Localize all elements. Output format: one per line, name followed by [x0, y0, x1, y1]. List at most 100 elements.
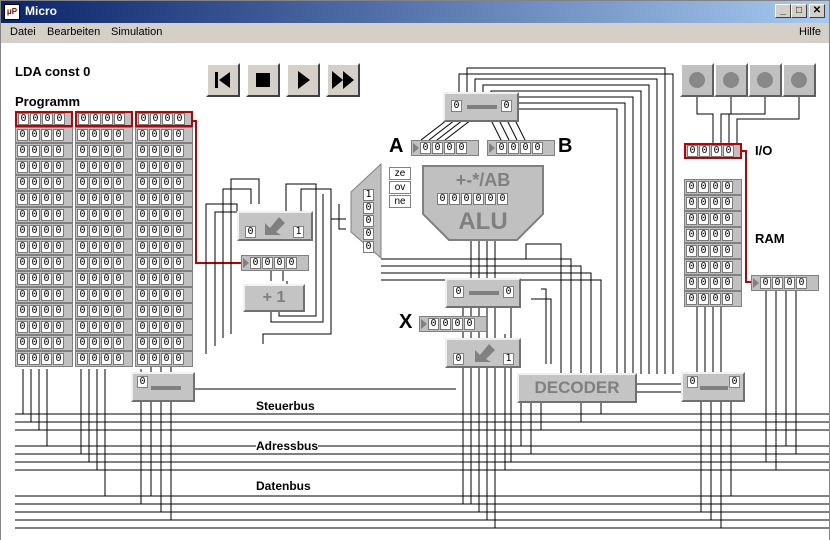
program-bit-cell[interactable]: 0	[149, 161, 160, 173]
program-bit-cell[interactable]: 0	[173, 273, 184, 285]
program-bit-cell[interactable]: 0	[161, 337, 172, 349]
program-bit-cell[interactable]: 0	[17, 161, 28, 173]
program-bit-cell[interactable]: 0	[174, 113, 185, 125]
ram-bit-cell[interactable]: 0	[686, 181, 697, 193]
program-bit-cell[interactable]: 0	[101, 353, 112, 365]
program-bit-cell[interactable]: 0	[137, 225, 148, 237]
program-bit-cell[interactable]: 0	[173, 321, 184, 333]
program-bit-cell[interactable]: 0	[101, 161, 112, 173]
program-bit-cell[interactable]: 0	[101, 305, 112, 317]
program-bit-cell[interactable]: 0	[90, 113, 101, 125]
program-bit-cell[interactable]: 0	[41, 209, 52, 221]
program-bit-cell[interactable]: 0	[173, 225, 184, 237]
program-bit-cell[interactable]: 0	[137, 337, 148, 349]
ram-bit-cell[interactable]: 0	[686, 197, 697, 209]
program-bit-cell[interactable]: 0	[41, 257, 52, 269]
program-bit-cell[interactable]: 0	[113, 145, 124, 157]
program-bit-cell[interactable]: 0	[29, 241, 40, 253]
program-bit-cell[interactable]: 0	[89, 241, 100, 253]
ram-bit-cell[interactable]: 0	[722, 277, 733, 289]
program-bit-cell[interactable]: 0	[101, 129, 112, 141]
program-bit-cell[interactable]: 0	[161, 177, 172, 189]
program-bit-cell[interactable]: 0	[77, 321, 88, 333]
program-bit-cell[interactable]: 0	[161, 145, 172, 157]
program-bit-cell[interactable]: 0	[113, 209, 124, 221]
title-bar[interactable]: μP Micro _ □ ✕	[1, 1, 829, 23]
program-bit-cell[interactable]: 0	[173, 209, 184, 221]
minimize-button[interactable]: _	[775, 4, 791, 18]
program-bit-cell[interactable]: 0	[173, 129, 184, 141]
close-button[interactable]: ✕	[809, 4, 825, 18]
program-bit-cell[interactable]: 0	[53, 129, 64, 141]
program-bit-cell[interactable]: 0	[29, 145, 40, 157]
program-bit-cell[interactable]: 0	[89, 305, 100, 317]
bit-cell[interactable]: 0	[286, 257, 297, 269]
ram-bit-cell[interactable]: 0	[710, 277, 721, 289]
bit-cell[interactable]: 0	[520, 142, 531, 154]
program-bit-cell[interactable]: 0	[101, 273, 112, 285]
program-bit-cell[interactable]: 0	[29, 321, 40, 333]
program-bit-cell[interactable]: 0	[77, 225, 88, 237]
menu-simulation[interactable]: Simulation	[111, 26, 163, 38]
program-bit-cell[interactable]: 0	[137, 289, 148, 301]
menu-help[interactable]: Hilfe	[799, 26, 822, 38]
program-bit-cell[interactable]: 0	[41, 177, 52, 189]
ram-bit-cell[interactable]: 0	[722, 213, 733, 225]
program-bit-cell[interactable]: 0	[113, 321, 124, 333]
program-bit-cell[interactable]: 0	[77, 305, 88, 317]
program-bit-cell[interactable]: 0	[173, 161, 184, 173]
program-bit-cell[interactable]: 0	[101, 177, 112, 189]
ram-bit-cell[interactable]: 0	[722, 197, 733, 209]
program-bit-cell[interactable]: 0	[137, 241, 148, 253]
program-bit-cell[interactable]: 0	[17, 129, 28, 141]
program-bit-cell[interactable]: 0	[113, 241, 124, 253]
program-bit-cell[interactable]: 0	[149, 321, 160, 333]
program-bit-cell[interactable]: 0	[53, 225, 64, 237]
program-bit-cell[interactable]: 0	[29, 161, 40, 173]
program-bit-cell[interactable]: 0	[137, 257, 148, 269]
program-bit-cell[interactable]: 0	[113, 273, 124, 285]
program-bit-cell[interactable]: 0	[101, 225, 112, 237]
program-bit-cell[interactable]: 0	[53, 193, 64, 205]
ram-bit-cell[interactable]: 0	[686, 293, 697, 305]
bit-cell[interactable]: 0	[723, 145, 734, 157]
program-bit-cell[interactable]: 0	[89, 257, 100, 269]
program-bit-cell[interactable]: 0	[113, 337, 124, 349]
program-bit-cell[interactable]: 0	[77, 145, 88, 157]
program-bit-cell[interactable]: 0	[53, 305, 64, 317]
program-bit-cell[interactable]: 0	[29, 273, 40, 285]
ram-bit-cell[interactable]: 0	[698, 277, 709, 289]
program-bit-cell[interactable]: 0	[89, 337, 100, 349]
program-bit-cell[interactable]: 0	[137, 321, 148, 333]
stop-button[interactable]	[246, 63, 280, 97]
ram-bit-cell[interactable]: 0	[698, 229, 709, 241]
program-bit-cell[interactable]: 0	[102, 113, 113, 125]
program-bit-cell[interactable]: 0	[161, 305, 172, 317]
program-bit-cell[interactable]: 0	[173, 353, 184, 365]
run-button[interactable]	[326, 63, 360, 97]
program-bit-cell[interactable]: 0	[173, 177, 184, 189]
program-bit-cell[interactable]: 0	[29, 225, 40, 237]
step-button[interactable]	[286, 63, 320, 97]
program-bit-cell[interactable]: 0	[89, 193, 100, 205]
